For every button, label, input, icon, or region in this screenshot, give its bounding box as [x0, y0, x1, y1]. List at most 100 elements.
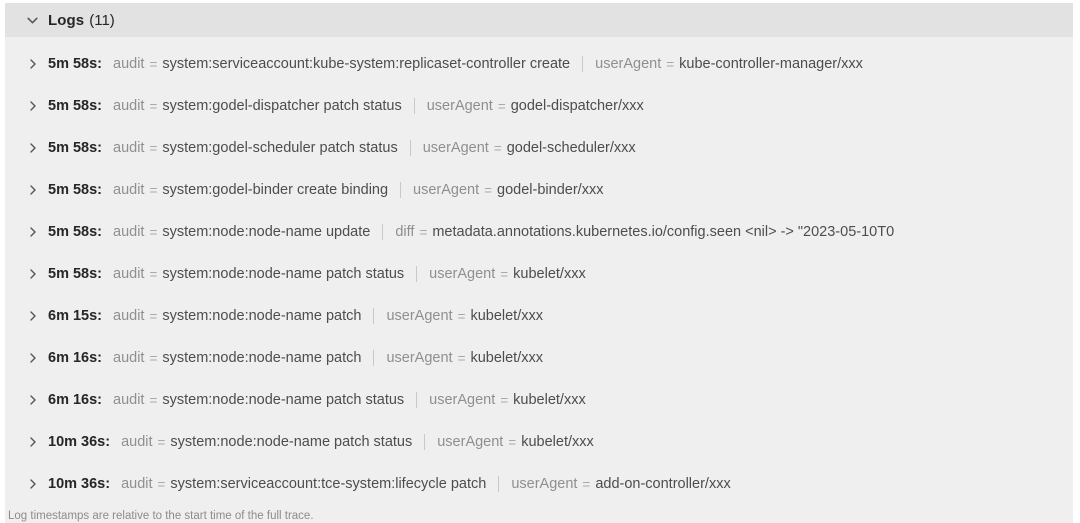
key-value-pair: audit = system:godel-scheduler patch sta… [113, 140, 410, 156]
kv-value: add-on-controller/xxx [595, 476, 731, 492]
log-summary: audit = system:serviceaccount:tce-system… [121, 476, 743, 492]
log-row[interactable]: 6m 16s: audit = system:node:node-name pa… [5, 337, 1073, 379]
kv-key: userAgent [595, 56, 662, 72]
log-row[interactable]: 10m 36s: audit = system:serviceaccount:t… [5, 463, 1073, 505]
log-summary: audit = system:godel-dispatcher patch st… [113, 98, 656, 114]
kv-key: userAgent [386, 308, 453, 324]
kv-key: audit [113, 98, 145, 114]
log-row[interactable]: 6m 15s: audit = system:node:node-name pa… [5, 295, 1073, 337]
kv-key: userAgent [426, 98, 493, 114]
kv-key: userAgent [437, 434, 504, 450]
kv-key: audit [113, 350, 145, 366]
kv-value: system:godel-dispatcher patch status [162, 98, 402, 114]
key-value-pair: userAgent = godel-binder/xxx [400, 182, 615, 198]
equals-sign: = [149, 98, 158, 114]
log-timestamp: 6m 16s: [48, 350, 103, 366]
chevron-right-icon [26, 309, 40, 323]
kv-value: kubelet/xxx [513, 392, 586, 408]
log-summary: audit = system:node:node-name update dif… [113, 224, 906, 240]
log-timestamp: 5m 58s: [48, 182, 103, 198]
key-value-pair: userAgent = kubelet/xxx [416, 266, 598, 282]
log-summary: audit = system:node:node-name patch user… [113, 308, 555, 324]
chevron-right-icon [26, 477, 40, 491]
log-summary: audit = system:node:node-name patch stat… [113, 266, 598, 282]
logs-count: (11) [89, 11, 115, 29]
log-timestamp: 5m 58s: [48, 224, 103, 240]
kv-value: system:godel-binder create binding [162, 182, 389, 198]
key-value-pair: diff = metadata.annotations.kubernetes.i… [382, 224, 906, 240]
log-row[interactable]: 5m 58s: audit = system:node:node-name pa… [5, 253, 1073, 295]
log-summary: audit = system:node:node-name patch user… [113, 350, 555, 366]
equals-sign: = [149, 56, 158, 72]
kv-value: metadata.annotations.kubernetes.io/confi… [432, 224, 895, 240]
log-timestamp: 5m 58s: [48, 56, 103, 72]
logs-title: Logs [48, 11, 85, 29]
log-row[interactable]: 5m 58s: audit = system:godel-binder crea… [5, 169, 1073, 211]
kv-key: userAgent [413, 182, 480, 198]
kv-key: audit [121, 434, 153, 450]
equals-sign: = [419, 224, 428, 240]
kv-key: userAgent [429, 266, 496, 282]
logs-accordion-header[interactable]: Logs (11) [5, 3, 1073, 37]
kv-key: audit [121, 476, 153, 492]
key-value-pair: audit = system:node:node-name patch stat… [121, 434, 424, 450]
equals-sign: = [500, 392, 509, 408]
kv-key: userAgent [511, 476, 578, 492]
kv-key: audit [113, 392, 145, 408]
equals-sign: = [582, 476, 591, 492]
kv-value: system:godel-scheduler patch status [162, 140, 398, 156]
key-value-pair: audit = system:node:node-name patch stat… [113, 392, 416, 408]
chevron-right-icon [26, 267, 40, 281]
logs-panel: Logs (11) 5m 58s: audit = system:service… [5, 3, 1073, 523]
log-summary: audit = system:godel-binder create bindi… [113, 182, 615, 198]
log-summary: audit = system:godel-scheduler patch sta… [113, 140, 648, 156]
equals-sign: = [666, 56, 675, 72]
equals-sign: = [497, 98, 506, 114]
log-summary: audit = system:node:node-name patch stat… [121, 434, 606, 450]
key-value-pair: audit = system:node:node-name update [113, 224, 382, 240]
kv-value: system:node:node-name patch status [162, 392, 405, 408]
log-timestamp: 10m 36s: [48, 476, 111, 492]
kv-key: userAgent [422, 140, 489, 156]
log-summary: audit = system:serviceaccount:kube-syste… [113, 56, 875, 72]
chevron-right-icon [26, 351, 40, 365]
log-row[interactable]: 5m 58s: audit = system:serviceaccount:ku… [5, 43, 1073, 85]
kv-key: userAgent [386, 350, 453, 366]
equals-sign: = [508, 434, 517, 450]
key-value-pair: userAgent = godel-scheduler/xxx [409, 140, 648, 156]
equals-sign: = [484, 182, 493, 198]
key-value-pair: userAgent = kubelet/xxx [424, 434, 606, 450]
kv-key: audit [113, 182, 145, 198]
key-value-pair: audit = system:serviceaccount:kube-syste… [113, 56, 582, 72]
log-row[interactable]: 5m 58s: audit = system:godel-dispatcher … [5, 85, 1073, 127]
kv-value: system:node:node-name patch status [162, 266, 405, 282]
log-row[interactable]: 6m 16s: audit = system:node:node-name pa… [5, 379, 1073, 421]
log-row[interactable]: 5m 58s: audit = system:godel-scheduler p… [5, 127, 1073, 169]
kv-value: kubelet/xxx [513, 266, 586, 282]
kv-value: kubelet/xxx [470, 350, 543, 366]
equals-sign: = [157, 434, 166, 450]
chevron-down-icon [25, 13, 39, 27]
kv-value: kubelet/xxx [521, 434, 594, 450]
kv-value: godel-binder/xxx [497, 182, 604, 198]
kv-key: audit [113, 140, 145, 156]
equals-sign: = [149, 392, 158, 408]
kv-key: diff [395, 224, 415, 240]
kv-key: audit [113, 266, 145, 282]
log-summary: audit = system:node:node-name patch stat… [113, 392, 598, 408]
key-value-pair: audit = system:node:node-name patch [113, 308, 373, 324]
key-value-pair: userAgent = kubelet/xxx [416, 392, 598, 408]
equals-sign: = [457, 308, 466, 324]
equals-sign: = [149, 266, 158, 282]
key-value-pair: userAgent = kubelet/xxx [373, 350, 555, 366]
log-row[interactable]: 5m 58s: audit = system:node:node-name up… [5, 211, 1073, 253]
log-rows: 5m 58s: audit = system:serviceaccount:ku… [5, 37, 1073, 505]
chevron-right-icon [26, 57, 40, 71]
kv-value: system:node:node-name patch [162, 350, 362, 366]
kv-key: audit [113, 224, 145, 240]
equals-sign: = [149, 182, 158, 198]
log-row[interactable]: 10m 36s: audit = system:node:node-name p… [5, 421, 1073, 463]
log-timestamp: 6m 16s: [48, 392, 103, 408]
chevron-right-icon [26, 99, 40, 113]
chevron-right-icon [26, 393, 40, 407]
